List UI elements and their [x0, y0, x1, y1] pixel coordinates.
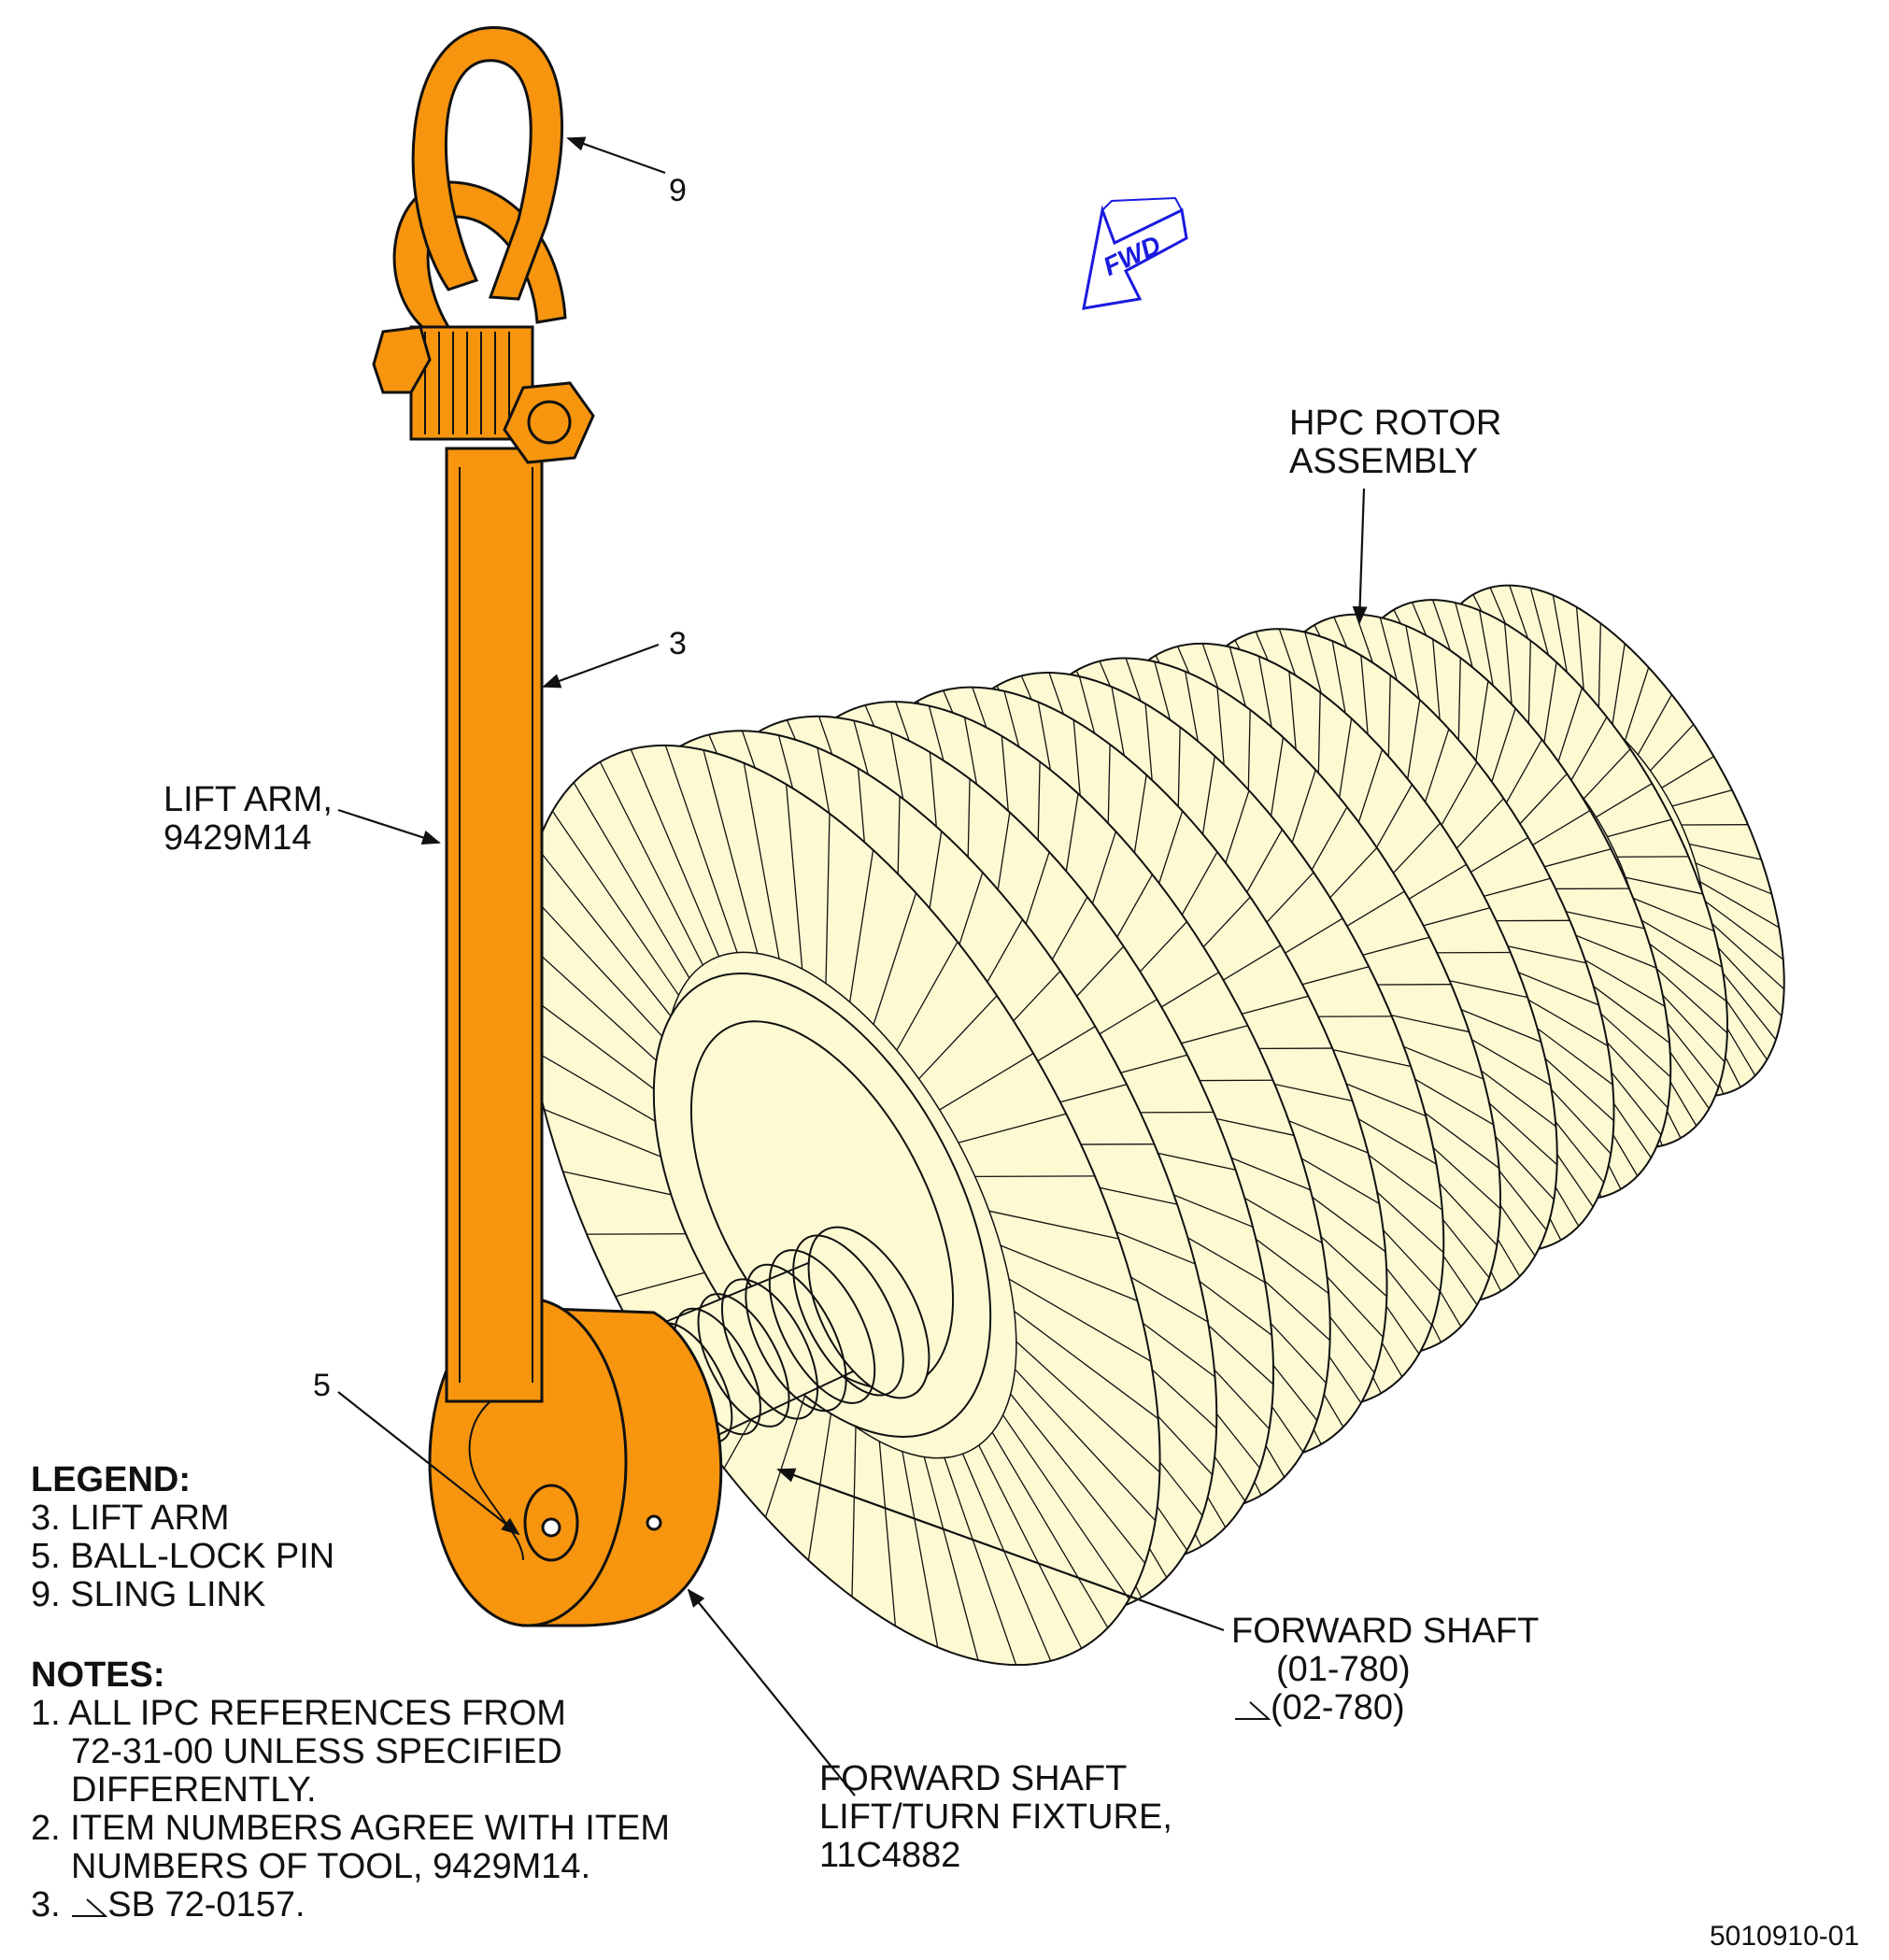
lift-arm-label-line2: 9429M14	[163, 818, 312, 858]
shaft-ring	[745, 1263, 847, 1413]
note-2-line1: 2. ITEM NUMBERS AGREE WITH ITEM	[31, 1809, 671, 1848]
note-2-line2: NUMBERS OF TOOL, 9429M14.	[71, 1847, 591, 1886]
forward-shaft-label-line3: (02-780)	[1233, 1688, 1405, 1727]
legend-title: LEGEND:	[31, 1460, 191, 1499]
note-1-line3: DIFFERENTLY.	[71, 1770, 317, 1810]
legend-item: 3. LIFT ARM	[31, 1498, 230, 1538]
shaft-ring	[720, 1278, 819, 1420]
legend-item: 9. SLING LINK	[31, 1575, 266, 1614]
fixture-label-line1: FORWARD SHAFT	[819, 1759, 1128, 1798]
hpc-rotor-assembly	[520, 584, 1785, 1667]
leader-hpc	[1352, 488, 1368, 625]
leader-lift-arm	[337, 808, 441, 845]
leader-9	[566, 136, 666, 175]
lift-arm-label-line1: LIFT ARM,	[163, 780, 333, 819]
note-3-text: SB 72-0157.	[107, 1885, 305, 1924]
note-3: 3. SB 72-0157.	[31, 1885, 305, 1924]
note-3-number: 3.	[31, 1885, 61, 1924]
leader-fixture	[687, 1588, 856, 1797]
callout-9: 9	[669, 173, 687, 208]
shaft-ring	[792, 1234, 904, 1397]
note-1-line2: 72-31-00 UNLESS SPECIFIED	[71, 1732, 562, 1771]
fixture-label-line3: 11C4882	[819, 1836, 961, 1875]
hpc-rotor-label-line1: HPC ROTOR	[1289, 404, 1502, 443]
lift-fixture	[372, 26, 723, 1627]
forward-shaft-label-line2: (01-780)	[1276, 1650, 1411, 1689]
fixture-label-line2: LIFT/TURN FIXTURE,	[819, 1797, 1172, 1837]
legend-item: 5. BALL-LOCK PIN	[31, 1537, 335, 1576]
note-1-line1: 1. ALL IPC REFERENCES FROM	[31, 1694, 566, 1733]
figure-id: 5010910-01	[1710, 1921, 1860, 1952]
shaft-ring	[697, 1293, 790, 1427]
forward-shaft-label-line1: FORWARD SHAFT	[1231, 1612, 1540, 1651]
shaft-ring	[768, 1249, 876, 1404]
sb-effectivity-triangle-icon	[72, 1898, 108, 1917]
leader-lines	[337, 136, 1368, 1797]
leader-5	[337, 1391, 520, 1536]
fwd-arrow	[1082, 196, 1188, 310]
callout-5: 5	[313, 1368, 331, 1403]
sb-effectivity-triangle-icon	[1235, 1701, 1271, 1720]
leader-fwd-shaft	[776, 1468, 1225, 1632]
forward-shaft-label-line3-text: (02-780)	[1271, 1688, 1405, 1727]
hpc-rotor-label-line2: ASSEMBLY	[1289, 442, 1479, 481]
shaft-rings	[649, 1234, 904, 1443]
lift-arm	[445, 447, 544, 1403]
leader-3	[542, 643, 660, 689]
sling-link	[411, 26, 563, 301]
callout-3: 3	[669, 626, 687, 661]
notes-title: NOTES:	[31, 1655, 165, 1695]
